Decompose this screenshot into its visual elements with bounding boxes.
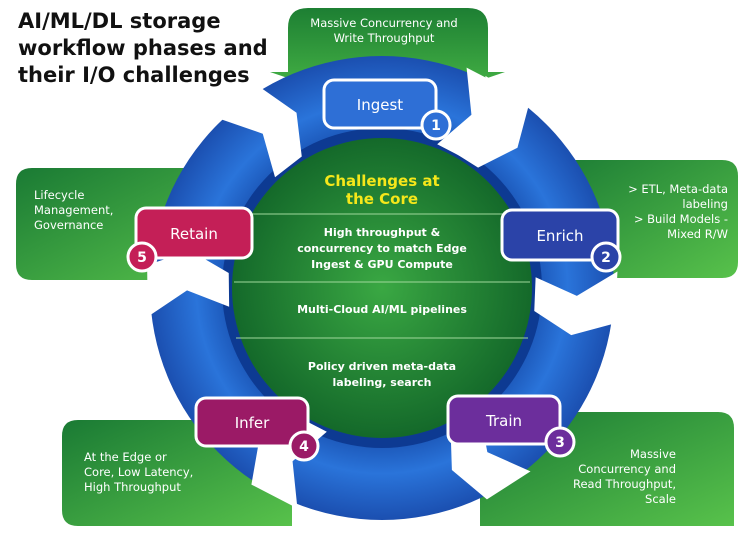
core-circle: Challenges at the Core High throughput &…: [232, 138, 532, 438]
ring-chevron-7: [437, 67, 513, 160]
core-disc: [232, 138, 532, 438]
phase-train-number-badge: [544, 426, 576, 458]
callout-notes: Massive Concurrency and Write Throughput…: [34, 16, 728, 506]
core-heading-line-1: Challenges at: [324, 172, 439, 190]
core-heading-line-2: the Core: [346, 190, 418, 208]
ring-chevron-6: [218, 86, 302, 178]
ring-chevron-5: [147, 250, 230, 317]
enrich-note-line-2: labeling: [682, 197, 728, 211]
train-note-line-3: Read Throughput,: [573, 477, 676, 491]
core-band-1-line-1: High throughput &: [324, 226, 441, 239]
phase-enrich-number: 2: [601, 250, 611, 266]
infer-note-line-3: High Throughput: [84, 480, 181, 494]
phase-train-box[interactable]: [446, 394, 562, 446]
phase-ingest-box[interactable]: [322, 78, 438, 130]
enrich-note-line-4: Mixed R/W: [667, 227, 728, 241]
phase-retain[interactable]: Retain 5: [126, 206, 254, 273]
phase-retain-number-badge: [126, 241, 158, 273]
ring-arrow-separators: [147, 67, 618, 509]
core-band-1-line-3: Ingest & GPU Compute: [311, 258, 453, 271]
enrich-note-line-3: > Build Models -: [634, 212, 728, 226]
infer-note-line-1: At the Edge or: [84, 450, 167, 464]
phase-retain-label: Retain: [170, 225, 218, 243]
phase-enrich-label: Enrich: [536, 227, 583, 245]
core-band-1-line-2: concurrency to match Edge: [297, 242, 467, 255]
retain-note-line-3: Governance: [34, 218, 103, 232]
phase-ingest[interactable]: Ingest 1: [322, 78, 452, 141]
phase-train-number: 3: [555, 435, 565, 451]
train-note-line-2: Concurrency and: [578, 462, 676, 476]
phase-train-label: Train: [485, 412, 522, 430]
phase-infer-label: Infer: [235, 414, 270, 432]
ingest-note-line-1: Massive Concurrency and: [310, 16, 457, 30]
phase-retain-number: 5: [137, 250, 147, 266]
ingest-note-line-2: Write Throughput: [334, 31, 435, 45]
phase-ingest-number-badge: [420, 109, 452, 141]
phase-enrich-box[interactable]: [500, 208, 620, 262]
retain-note-line-2: Management,: [34, 203, 113, 217]
diagram-title: AI/ML/DL storage workflow phases and the…: [18, 9, 268, 87]
phase-infer-number-badge: [288, 430, 320, 462]
phase-retain-box[interactable]: [134, 206, 254, 260]
infer-note-line-2: Core, Low Latency,: [84, 465, 193, 479]
core-band-3-line-1: Policy driven meta-data: [308, 360, 456, 373]
core-band-3-line-2: labeling, search: [333, 376, 432, 389]
phase-infer[interactable]: Infer 4: [194, 396, 320, 462]
phase-infer-number: 4: [299, 439, 309, 455]
train-note-line-4: Scale: [645, 492, 676, 506]
train-note-line-1: Massive: [630, 447, 676, 461]
retain-note-line-1: Lifecycle: [34, 188, 84, 202]
phase-infer-box[interactable]: [194, 396, 310, 448]
ring-chevron-2: [534, 271, 618, 336]
phase-ingest-number: 1: [431, 118, 441, 134]
phase-enrich[interactable]: Enrich 2: [500, 208, 622, 273]
core-band-2-line-1: Multi-Cloud AI/ML pipelines: [297, 303, 467, 316]
enrich-note-line-1: > ETL, Meta-data: [628, 182, 728, 196]
phase-ingest-label: Ingest: [357, 96, 403, 114]
phase-train[interactable]: Train 3: [446, 394, 576, 458]
phase-enrich-number-badge: [590, 241, 622, 273]
